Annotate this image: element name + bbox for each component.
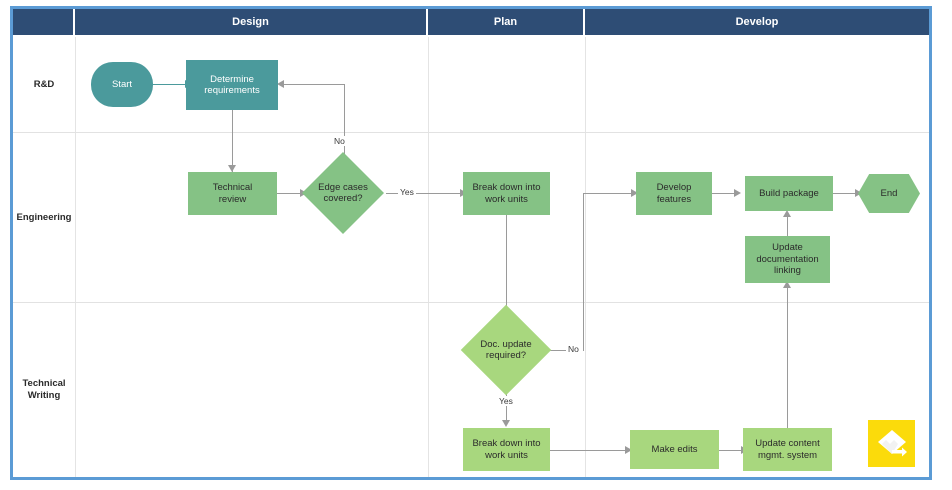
node-develop-features-line2: features	[656, 193, 692, 205]
node-technical-review-line1: Technical	[212, 182, 253, 194]
node-break-down-tw-line2: work units	[485, 449, 528, 461]
lane-label-engineering: Engineering	[16, 212, 72, 224]
canvas-frame	[10, 6, 932, 480]
lane-engineering: Engineering	[13, 133, 929, 303]
arrow-build-package-to-end	[855, 188, 862, 197]
column-header-design: Design	[75, 9, 428, 35]
doc-update-diamond-text: Doc. update required?	[460, 318, 552, 382]
lane-label-rd: R&D	[33, 79, 55, 91]
connector-breakdown-to-doc-update	[506, 215, 508, 319]
app-logo-icon[interactable]	[868, 420, 915, 467]
connector-develop-to-build-package	[712, 193, 736, 195]
node-build-package[interactable]: Build package	[745, 176, 833, 211]
node-break-down-eng-line1: Break down into	[472, 182, 541, 194]
node-edge-cases-covered[interactable]: Edge cases covered?	[301, 151, 385, 235]
connector-edge-cases-no-riser	[344, 84, 346, 132]
node-doc-update-required[interactable]: Doc. update required?	[460, 304, 552, 396]
connector-determine-to-technical-review	[232, 110, 234, 172]
connector-technical-review-to-edge-cases	[277, 193, 302, 195]
node-start[interactable]: Start	[91, 62, 153, 107]
node-update-doc-line3: linking	[774, 265, 801, 277]
node-break-down-tw-line1: Break down into	[472, 438, 541, 450]
node-develop-features[interactable]: Develop features	[636, 172, 712, 215]
node-doc-update-line2: required?	[485, 350, 527, 361]
node-update-cms-line1: Update content	[755, 438, 820, 450]
connector-doc-no-riser	[583, 193, 585, 351]
node-edge-cases-line1: Edge cases	[318, 181, 368, 193]
flowchart-logo-glyph	[877, 429, 907, 456]
connector-update-doc-to-build-package	[787, 212, 789, 236]
connector-edge-cases-no-to-determine	[283, 84, 345, 86]
canvas-frame-top	[10, 6, 932, 9]
edge-cases-diamond-text: Edge cases covered?	[300, 164, 386, 222]
node-make-edits[interactable]: Make edits	[630, 430, 719, 469]
arrow-edge-cases-no-to-determine	[277, 79, 284, 88]
node-update-doc-line2: documentation	[756, 253, 819, 265]
node-technical-review[interactable]: Technical review	[188, 172, 277, 215]
connector-edge-cases-yes	[386, 193, 462, 195]
connector-update-cms-to-update-doc	[787, 283, 789, 428]
arrow-breakdown-tw-to-make-edits	[625, 445, 632, 454]
node-technical-review-line2: review	[218, 193, 247, 205]
node-break-down-work-units-engineering[interactable]: Break down into work units	[463, 172, 550, 215]
node-develop-features-line1: Develop	[656, 182, 692, 194]
connector-make-edits-to-update-cms	[719, 450, 743, 452]
connector-edge-cases-no-up	[344, 131, 346, 165]
node-edge-cases-line2: covered?	[323, 193, 363, 204]
lane-label-technical-writing-line2: Writing	[27, 390, 61, 401]
edge-label-doc-update-no: No	[566, 344, 581, 354]
column-divider-design-plan	[428, 37, 429, 477]
node-break-down-work-units-technical-writing[interactable]: Break down into work units	[463, 428, 550, 471]
column-header-develop: Develop	[585, 9, 929, 35]
column-header-plan: Plan	[428, 9, 585, 35]
node-update-content-mgmt-system[interactable]: Update content mgmt. system	[743, 428, 832, 471]
arrow-update-doc-to-build-package	[783, 210, 791, 217]
node-end[interactable]: End	[858, 174, 920, 213]
node-determine-requirements[interactable]: Determine requirements	[186, 60, 278, 110]
arrow-update-cms-to-update-doc	[783, 281, 791, 288]
connector-breakdown-tw-to-make-edits	[550, 450, 626, 452]
edge-label-edge-cases-yes: Yes	[398, 187, 416, 197]
arrow-doc-no-to-develop	[631, 188, 638, 197]
node-determine-requirements-line2: requirements	[204, 85, 260, 96]
edge-label-edge-cases-no: No	[332, 136, 347, 146]
connector-doc-no-right	[545, 350, 567, 352]
node-doc-update-line1: Doc. update	[480, 338, 532, 350]
connector-start-to-determine	[152, 84, 186, 86]
column-header-row: Design Plan Develop	[13, 9, 929, 35]
connector-doc-no-to-develop	[583, 193, 633, 195]
node-update-doc-line1: Update	[772, 242, 803, 254]
node-update-documentation-linking[interactable]: Update documentation linking	[745, 236, 830, 283]
column-divider-lane-labels	[75, 37, 76, 477]
arrow-develop-to-build-package	[734, 188, 741, 197]
swimlane-body: R&D Engineering Technical Writing	[13, 37, 929, 477]
column-divider-plan-develop	[585, 37, 586, 477]
lane-label-technical-writing: Technical Writing	[13, 303, 75, 477]
node-update-cms-line2: mgmt. system	[757, 449, 818, 461]
column-header-corner	[13, 9, 75, 35]
node-break-down-eng-line2: work units	[485, 193, 528, 205]
arrow-determine-to-technical-review	[228, 165, 236, 172]
connector-build-package-to-end	[833, 193, 857, 195]
lane-label-technical-writing-line1: Technical	[22, 378, 66, 390]
node-determine-requirements-line1: Determine	[210, 73, 254, 85]
lane-technical-writing: Technical Writing	[13, 303, 929, 477]
lane-rd: R&D	[13, 37, 929, 133]
arrow-doc-yes-down	[502, 420, 510, 427]
edge-label-doc-update-yes: Yes	[497, 396, 515, 406]
